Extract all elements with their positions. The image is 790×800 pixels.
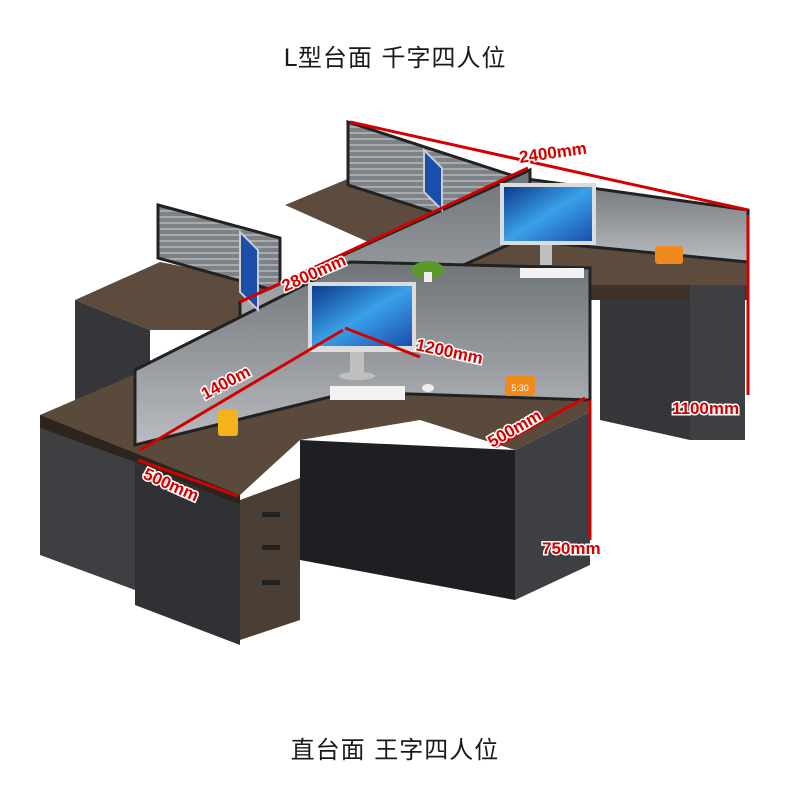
desk-clock-back <box>655 246 683 264</box>
front-desk <box>40 372 590 645</box>
plant <box>412 261 444 282</box>
dim-line-500-right <box>494 396 586 449</box>
dim-line-1400 <box>139 328 344 452</box>
keyboard <box>330 386 405 400</box>
monitor-side-left <box>239 229 259 313</box>
pen-holder <box>218 410 238 436</box>
mouse <box>422 384 434 392</box>
label-2400: 2400mm <box>518 139 588 167</box>
drawer-pedestal <box>240 478 300 640</box>
dim-line-500-left <box>137 458 239 498</box>
monitor-back <box>500 183 596 265</box>
desk-clock: 5:30 <box>505 376 535 396</box>
monitor-side-right <box>423 147 443 213</box>
top-caption: L型台面 千字四人位 <box>283 44 507 72</box>
bottom-caption: 直台面 王字四人位 <box>290 736 500 764</box>
keyboard-back <box>520 268 584 278</box>
dimension-lines <box>137 120 750 540</box>
dim-line-1200 <box>344 326 421 359</box>
dim-line-2400 <box>349 120 749 212</box>
dim-line-2800 <box>239 166 529 304</box>
label-750: 750mm <box>542 539 601 558</box>
monitor-front <box>308 282 416 380</box>
label-1100: 1100mm <box>672 399 739 418</box>
clock-display: 5:30 <box>511 383 529 393</box>
